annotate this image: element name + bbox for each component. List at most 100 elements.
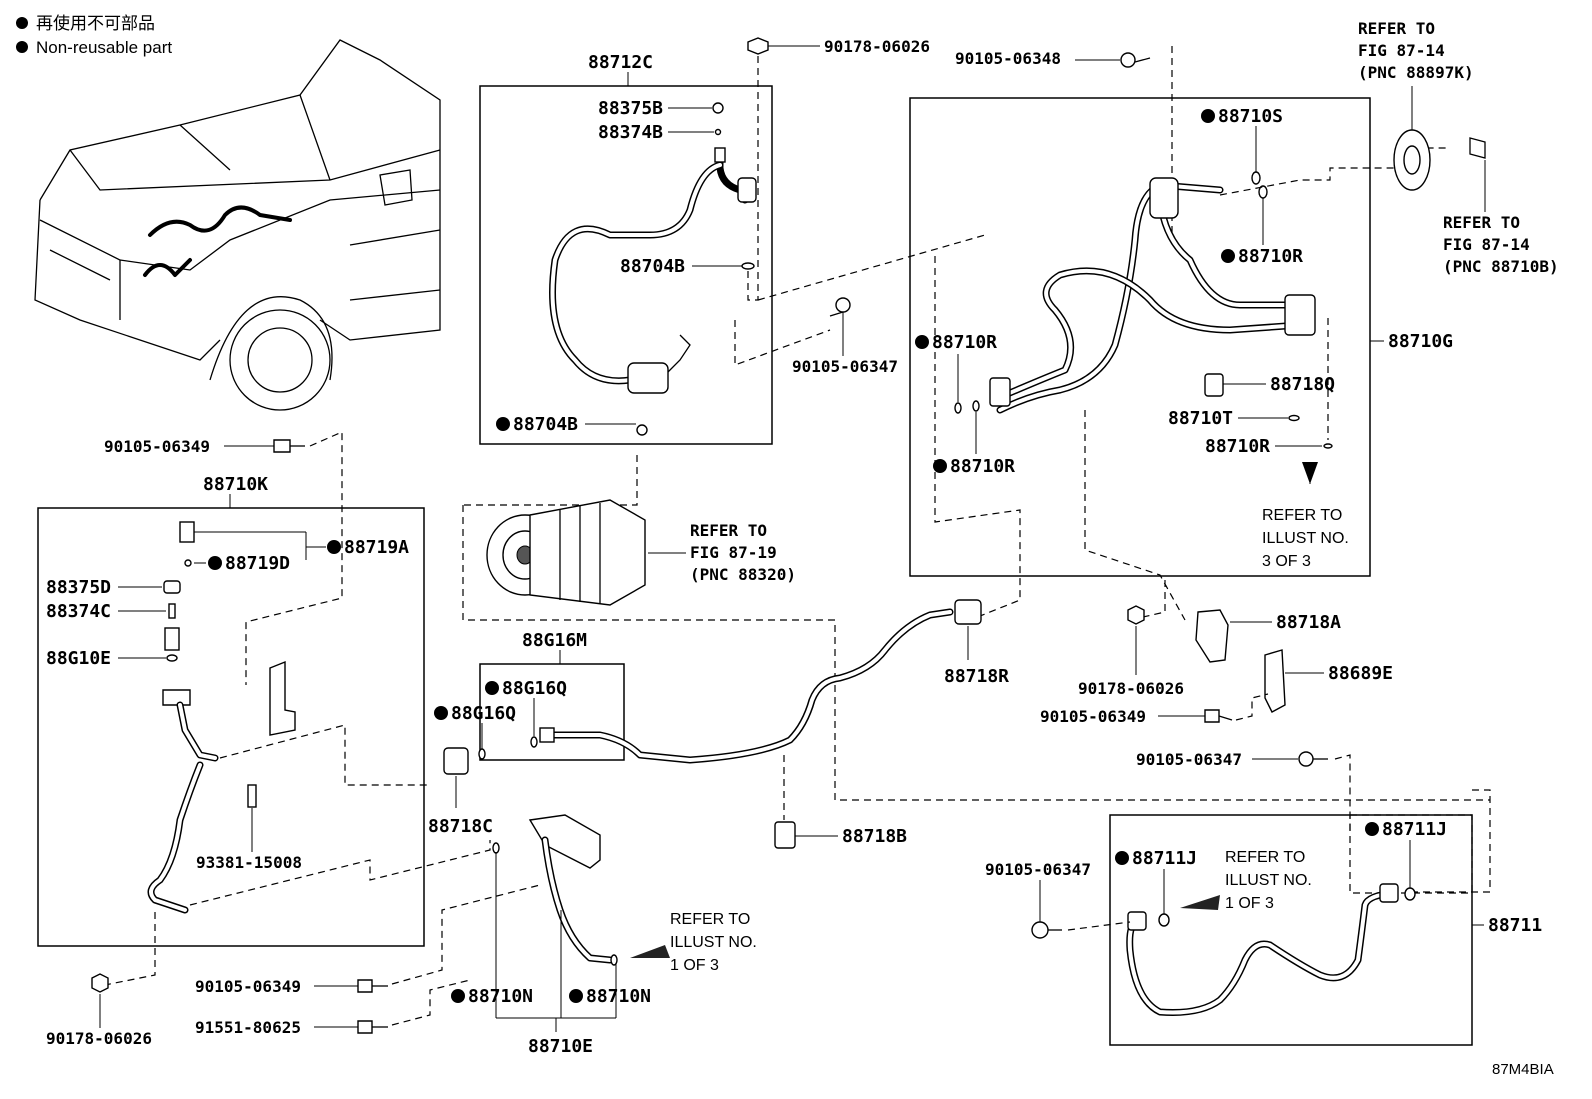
bracket-icon <box>269 660 296 736</box>
bullet-icon <box>16 41 28 53</box>
ref-fig87-14-group: REFER TO FIG 87-14 (PNC 88897K) REFER TO… <box>1358 19 1559 276</box>
label-88718C: 88718C <box>428 816 493 837</box>
o-ring-icon <box>166 654 178 662</box>
label-88710S: 88710S <box>1218 106 1283 127</box>
label-88711J-a: 88711J <box>1382 819 1447 840</box>
label-90178-06026-r: 90178-06026 <box>1078 679 1184 698</box>
o-ring-icon <box>530 736 538 748</box>
box-88712C <box>479 85 773 445</box>
label-88G16M: 88G16M <box>522 630 587 651</box>
group-88712C: 88712C 88375B 88374B 88704B 88704B <box>479 52 773 445</box>
ref-illust1-b-l1: REFER TO <box>1225 849 1305 866</box>
bracket-icon <box>1264 649 1286 713</box>
group-88710E: REFER TO ILLUST NO. 1 OF 3 88710E 88710N… <box>195 814 757 1057</box>
ref-illust3-l1: REFER TO <box>1262 507 1342 524</box>
label-88689E: 88689E <box>1328 663 1393 684</box>
box-88710K <box>37 507 425 947</box>
arrow-icon <box>630 945 670 958</box>
o-ring-icon <box>1404 887 1416 901</box>
bolt-icon <box>1120 52 1136 68</box>
box-88711 <box>1109 814 1473 1046</box>
legend-en: Non-reusable part <box>36 38 172 57</box>
bolt-icon <box>1298 751 1314 767</box>
o-ring-icon <box>478 748 486 760</box>
label-88375D: 88375D <box>46 577 111 598</box>
bullet-icon <box>451 989 465 1003</box>
bullet-icon <box>569 989 583 1003</box>
label-90105-06349-top: 90105-06349 <box>104 437 210 456</box>
box-88710G <box>909 97 1371 577</box>
label-88719D: 88719D <box>225 553 290 574</box>
o-ring-icon <box>492 842 500 854</box>
clamp-icon <box>443 747 469 775</box>
bullet-icon <box>1221 249 1235 263</box>
bolt-icon <box>1031 921 1049 939</box>
o-ring-icon <box>712 102 724 114</box>
muffler-icon <box>627 362 669 394</box>
label-88710R-c: 88710R <box>950 456 1015 477</box>
ref-fig87-19-l1: REFER TO <box>690 521 767 540</box>
ref-fig87-19-l2: FIG 87-19 <box>690 543 777 562</box>
o-ring-icon <box>1258 185 1268 199</box>
diagram-code: 87M4BIA <box>1492 1061 1554 1078</box>
bullet-icon <box>327 540 341 554</box>
bullet-icon <box>485 681 499 695</box>
label-93381-15008: 93381-15008 <box>196 853 302 872</box>
bullet-icon <box>434 706 448 720</box>
ref-illust3-l2: ILLUST NO. <box>1262 530 1349 547</box>
o-ring-icon <box>636 424 648 436</box>
group-88G16M: 88G16M 88G16Q 88G16Q 88718C 88718R 88718… <box>428 599 1009 849</box>
ref-fig87-14-b-l2: FIG 87-14 <box>1443 235 1530 254</box>
ref-fig87-14-k-l3: (PNC 88897K) <box>1358 63 1474 82</box>
vehicle-illustration <box>34 39 441 411</box>
ref-illust1-b-l2: ILLUST NO. <box>1225 872 1312 889</box>
label-88710T: 88710T <box>1168 408 1233 429</box>
label-90105-06348: 90105-06348 <box>955 49 1061 68</box>
label-88374B: 88374B <box>598 122 663 143</box>
ref-fig87-14-k-l1: REFER TO <box>1358 19 1435 38</box>
compressor: REFER TO FIG 87-19 (PNC 88320) <box>462 455 1490 801</box>
clamp-icon <box>1195 609 1229 663</box>
label-88375B: 88375B <box>598 98 663 119</box>
bracket-icon <box>528 814 601 869</box>
o-ring-icon <box>954 402 962 414</box>
label-88718Q: 88718Q <box>1270 374 1335 395</box>
label-91551-80625: 91551-80625 <box>195 1018 301 1037</box>
bolt-icon <box>357 979 373 993</box>
o-ring-icon <box>972 400 980 412</box>
label-88G16Q-a: 88G16Q <box>502 678 567 699</box>
ref-illust1-a-l2: ILLUST NO. <box>670 934 757 951</box>
sensor-icon <box>179 521 195 543</box>
o-ring-icon <box>610 954 618 966</box>
ref-fig87-14-b-l3: (PNC 88710B) <box>1443 257 1559 276</box>
label-88374C: 88374C <box>46 601 111 622</box>
label-88719A: 88719A <box>344 537 409 558</box>
o-ring-icon <box>184 559 192 567</box>
group-90105-06347-mid: 90105-06347 <box>734 234 986 376</box>
label-88G16Q-b: 88G16Q <box>451 703 516 724</box>
group-90178-06026-top: 90178-06026 <box>747 37 930 301</box>
label-88G10E: 88G10E <box>46 648 111 669</box>
label-88718A: 88718A <box>1276 612 1341 633</box>
label-88710N-b: 88710N <box>586 986 651 1007</box>
cap-icon <box>163 580 181 594</box>
bullet-icon <box>1365 822 1379 836</box>
ref-illust1-b-l3: 1 OF 3 <box>1225 895 1274 912</box>
seal-icon <box>1288 414 1300 422</box>
group-88711: 90105-06347 88711J 88711J REFER TO ILLUS… <box>985 750 1542 1046</box>
label-90105-06349-r: 90105-06349 <box>1040 707 1146 726</box>
clamp-icon <box>774 821 796 849</box>
service-valve-icon <box>164 627 180 651</box>
label-88712C: 88712C <box>588 52 653 73</box>
bolt-icon <box>835 297 851 313</box>
ref-illust1-a-l3: 1 OF 3 <box>670 957 719 974</box>
label-90105-06347-mid: 90105-06347 <box>792 357 898 376</box>
ref-fig87-14-b-l1: REFER TO <box>1443 213 1520 232</box>
seal-icon <box>1323 443 1333 449</box>
ref-illust1-a-l1: REFER TO <box>670 911 750 928</box>
label-90178-06026-top: 90178-06026 <box>824 37 930 56</box>
bullet-icon <box>1201 109 1215 123</box>
label-88718R: 88718R <box>944 666 1009 687</box>
